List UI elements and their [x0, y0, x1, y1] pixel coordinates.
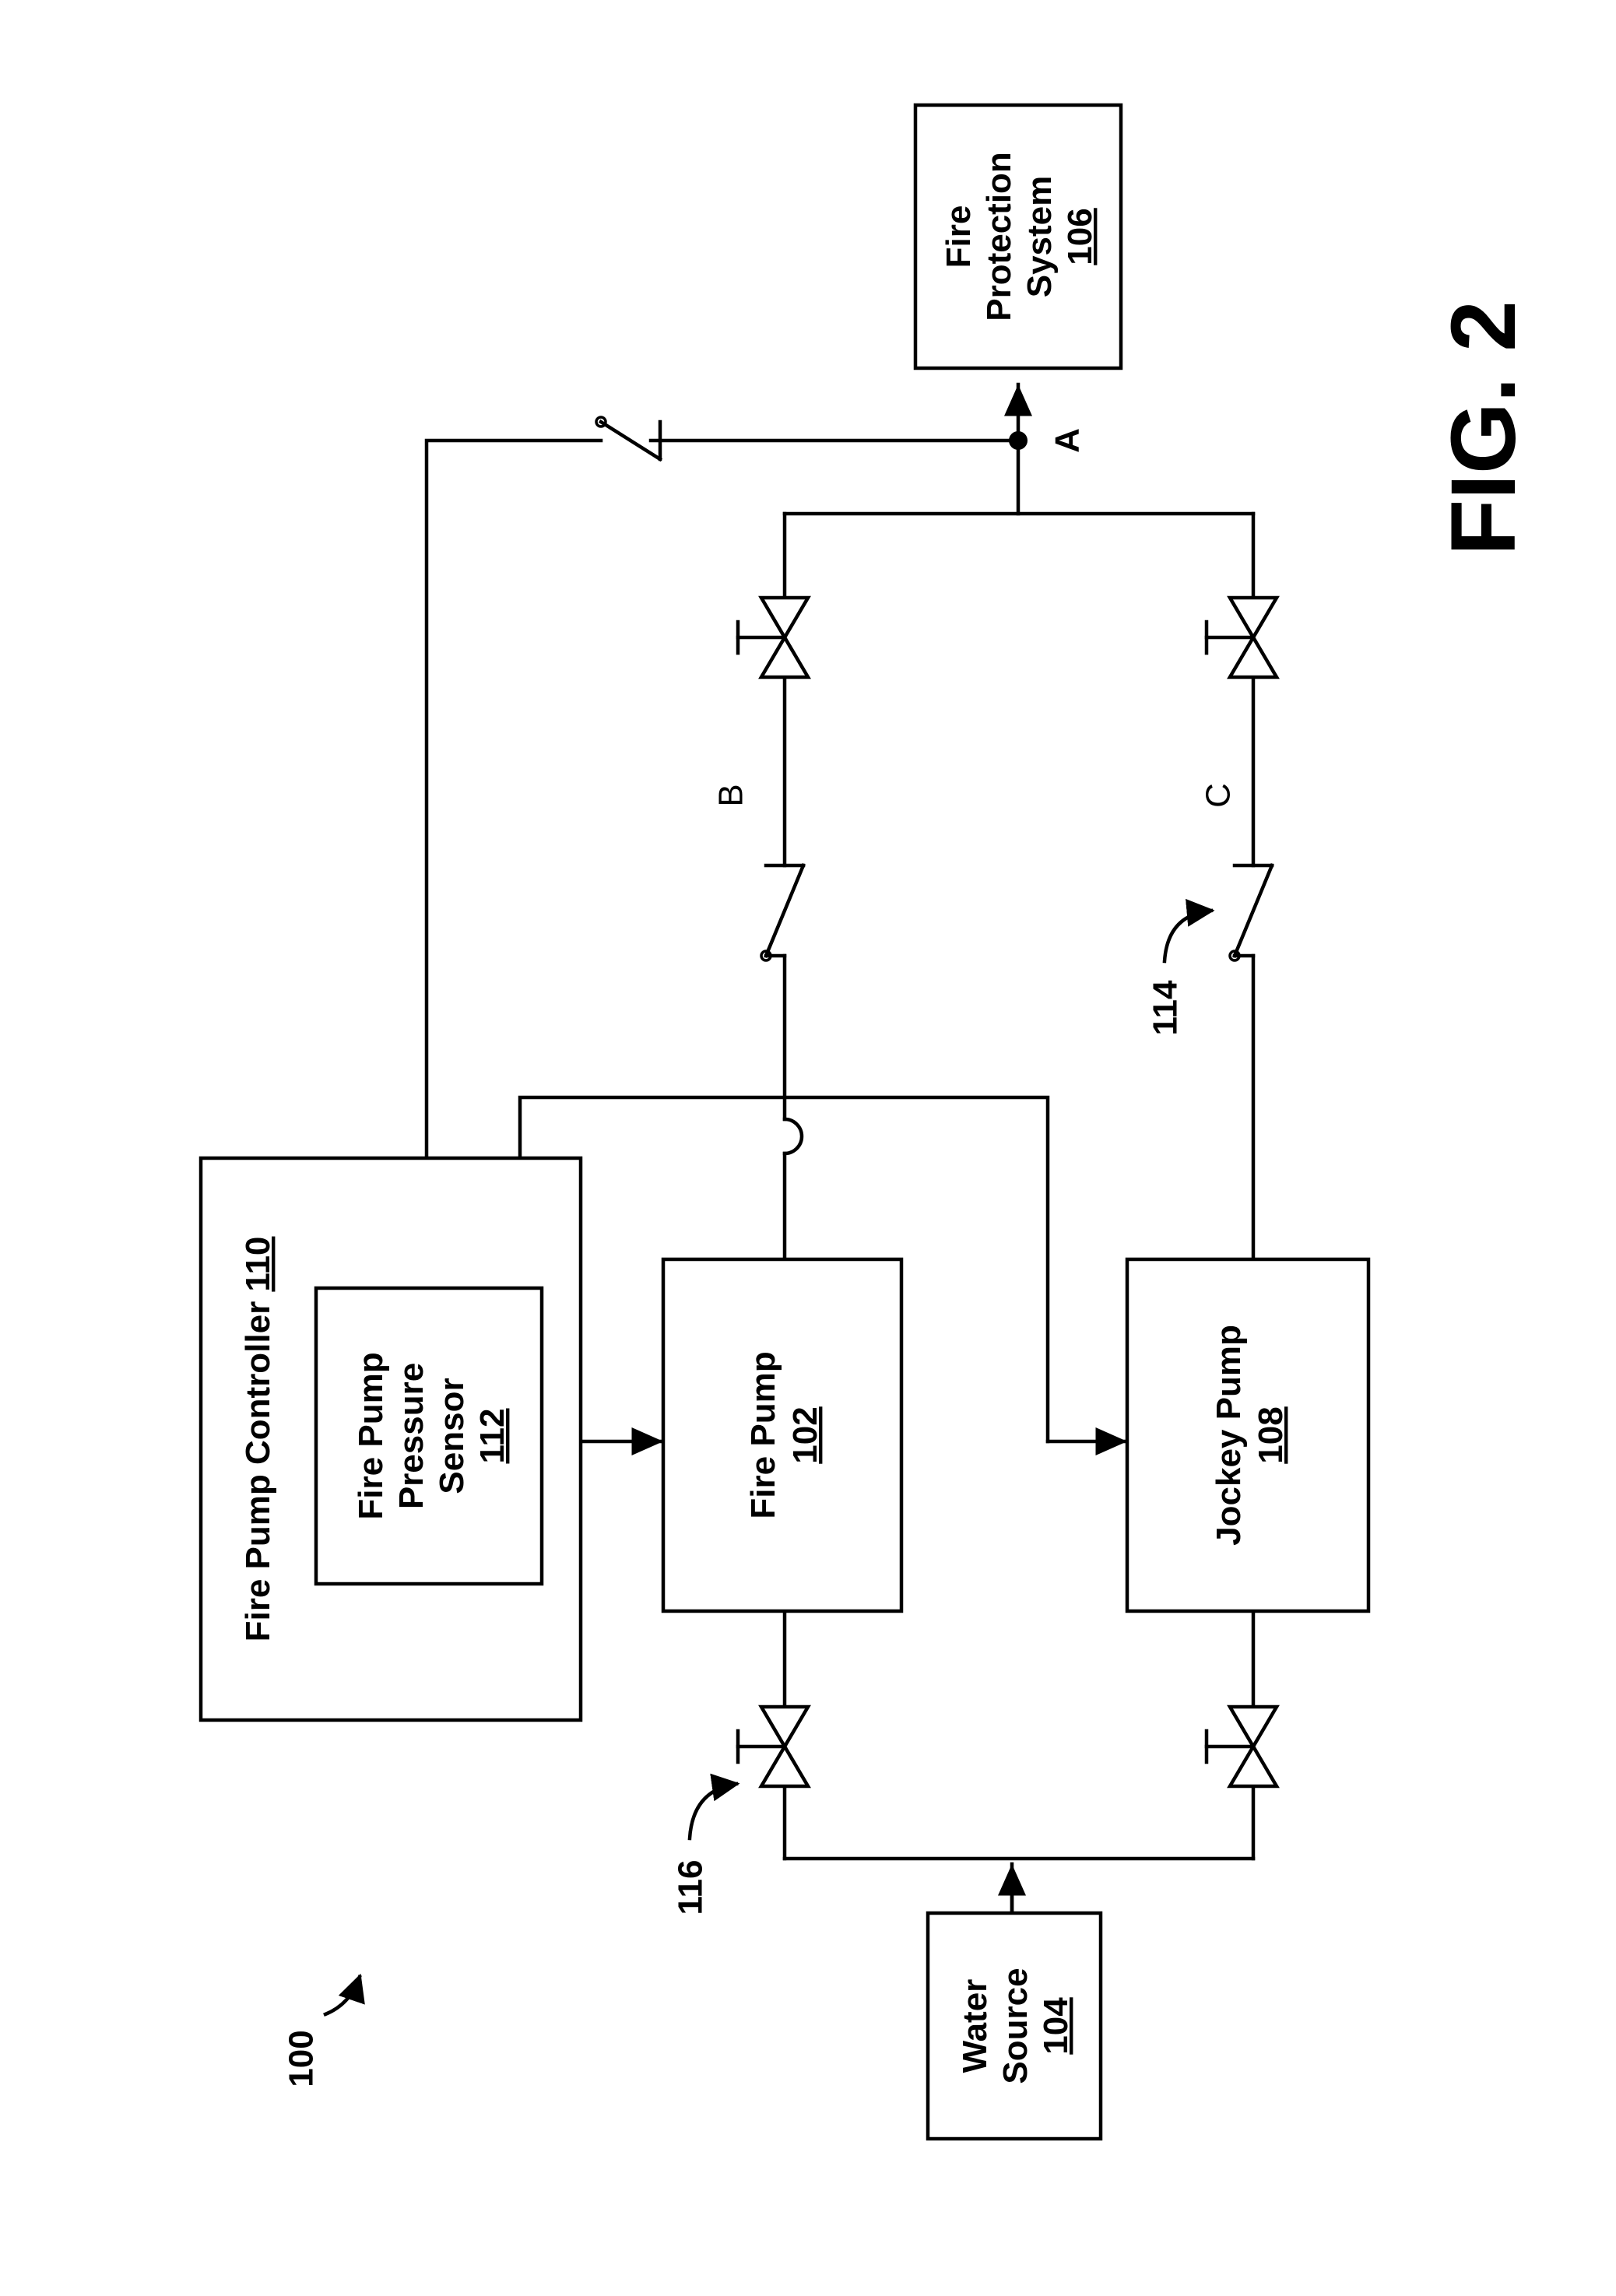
- callout-116-arrow: [687, 1773, 740, 1841]
- point-c-label: C: [1200, 783, 1238, 808]
- sensor-label-line3: Sensor: [433, 1378, 471, 1494]
- controller-label: Fire Pump Controller 110: [239, 1237, 277, 1642]
- fire-protection-line1: Fire: [940, 205, 978, 269]
- point-a-label: A: [1049, 428, 1087, 453]
- fire-pump-box: [661, 1257, 904, 1613]
- water-source-number: 104: [1037, 1997, 1075, 2055]
- callout-114-arrow: [1162, 898, 1215, 964]
- jockey-pump-label: Jockey Pump 108: [1210, 1325, 1290, 1546]
- check-valve-jockey-pump: [1228, 863, 1274, 962]
- fire-pump-label: Fire Pump 102: [744, 1351, 824, 1518]
- gate-valve-fire-pump-suction: [736, 1704, 811, 1789]
- fire-protection-system-box: [913, 103, 1123, 370]
- junction-a-dot: [1009, 431, 1028, 450]
- callout-100-arrow: [323, 1973, 365, 2017]
- water-source-label: Water Source 104: [956, 1968, 1075, 2084]
- water-source-line1: Water: [956, 1979, 994, 2073]
- fire-protection-line2: Protection: [980, 152, 1018, 321]
- gate-valve-fire-pump-discharge: [736, 595, 811, 679]
- fire-protection-line3: System: [1021, 176, 1059, 298]
- signal-lines: [424, 416, 1129, 1455]
- callout-116-label: 116: [672, 1860, 710, 1915]
- callout-100-label: 100: [283, 2030, 321, 2087]
- sensor-label-line1: Fire Pump: [352, 1352, 390, 1519]
- fire-pump-name: Fire Pump: [744, 1351, 782, 1518]
- fire-protection-label: Fire Protection System 106: [940, 152, 1099, 321]
- water-source-line2: Source: [996, 1968, 1035, 2084]
- water-source-box: [926, 1911, 1103, 2141]
- jockey-pump-name: Jockey Pump: [1210, 1325, 1248, 1546]
- check-valve-fire-pump: [760, 863, 806, 962]
- sensor-label-line2: Pressure: [392, 1363, 430, 1509]
- pressure-sensor-box: [314, 1286, 544, 1586]
- piping: [782, 382, 1256, 1915]
- fire-pump-number: 102: [786, 1406, 824, 1463]
- callout-114-label: 114: [1147, 980, 1185, 1036]
- fire-protection-number: 106: [1061, 208, 1099, 265]
- gate-valve-jockey-pump-discharge: [1204, 595, 1280, 679]
- figure-label: FIG. 2: [1432, 300, 1535, 556]
- sensor-line: [424, 438, 603, 1290]
- point-b-label: B: [712, 784, 750, 806]
- pipe-crossover: [782, 1117, 804, 1156]
- sensor-number: 112: [473, 1409, 511, 1464]
- sensor-label: Fire Pump Pressure Sensor 112: [352, 1352, 511, 1519]
- jockey-pump-number: 108: [1252, 1406, 1290, 1463]
- jockey-pump-box: [1125, 1257, 1371, 1613]
- gate-valve-jockey-pump-suction: [1204, 1704, 1280, 1789]
- controller-to-jockey-pump-line: [518, 1095, 1050, 1444]
- sensor-check-valve-flap: [598, 419, 663, 462]
